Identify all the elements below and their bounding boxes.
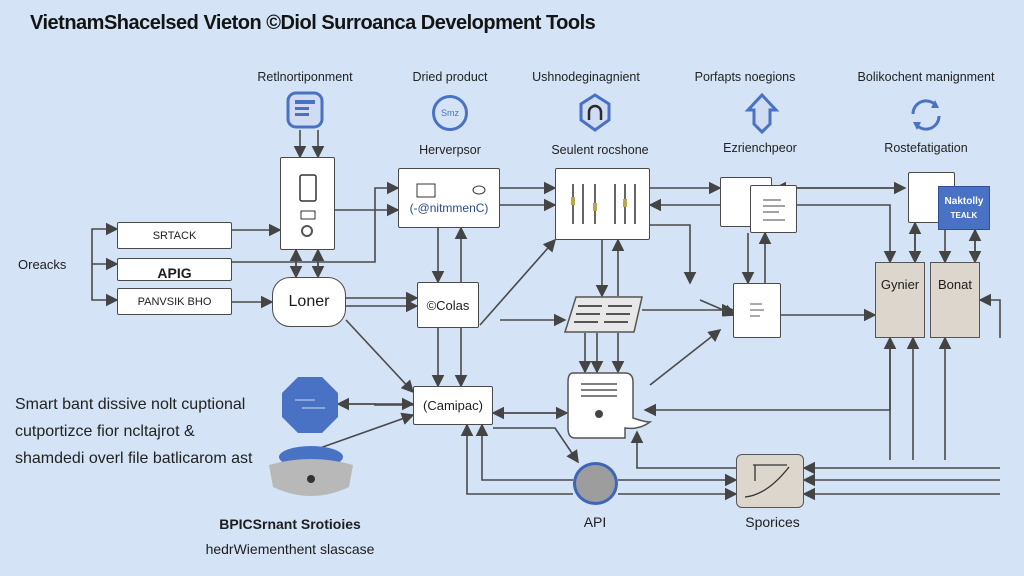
document-front[interactable] xyxy=(750,185,797,233)
ramp-icon xyxy=(744,464,790,498)
left-group-label: Oreacks xyxy=(18,257,67,272)
tools-icon xyxy=(570,184,636,224)
environment-box[interactable]: (-@nitmmenC) xyxy=(398,168,500,228)
description-line-3: shamdedi overl file batlicarom ast xyxy=(15,450,253,467)
page-title: VietnamShacelsed Vieton ©Diol Surroanca … xyxy=(30,12,596,34)
database-bowl-icon xyxy=(269,446,353,496)
bottom-caption-sub: hedrWiementhent slascase xyxy=(205,541,375,557)
cloud-arrows-icon xyxy=(744,92,780,135)
panel-gynier[interactable]: Gynier xyxy=(875,262,925,338)
column-header-2: Dried product xyxy=(412,70,488,84)
left-box-1[interactable]: SRTACK xyxy=(117,222,232,249)
chat-bubble-icon xyxy=(567,372,653,439)
device-box[interactable] xyxy=(280,157,335,250)
blue-box-sub: TEALK xyxy=(950,211,978,220)
left-box-2[interactable]: APIG xyxy=(117,258,232,281)
sporices-node[interactable] xyxy=(736,454,804,508)
column-header-1: Retlnortiponment xyxy=(257,70,353,84)
bottom-caption-title: BPICSrnant Srotioies xyxy=(219,516,361,532)
description-line-1: Smart bant dissive nolt cuptional xyxy=(15,396,246,413)
shield-icon xyxy=(579,93,611,132)
description-line-2: cutportizce fior ncltajrot & xyxy=(15,423,195,440)
sublabel-2: Herverpsor xyxy=(419,143,481,157)
api-node[interactable] xyxy=(573,462,618,505)
column-header-4: Porfapts noegions xyxy=(694,70,796,84)
tools-box[interactable] xyxy=(555,168,650,240)
document-lines-icon xyxy=(762,199,785,221)
sync-icon xyxy=(911,99,941,131)
device-icon xyxy=(298,173,317,237)
sublabel-5: Rostefatigation xyxy=(884,141,968,155)
colas-node[interactable]: ©Colas xyxy=(417,282,479,328)
api-label: API xyxy=(583,514,607,530)
sublabel-4: Ezrienchpeor xyxy=(723,141,797,155)
loner-node[interactable]: Loner xyxy=(272,277,346,327)
document-lines-icon xyxy=(750,303,764,316)
blue-box-title: Naktolly xyxy=(944,196,984,207)
keyboard-icon xyxy=(563,296,643,333)
server-icon xyxy=(286,91,324,129)
badge-icon: Smz xyxy=(432,95,468,131)
window-icon xyxy=(416,183,486,198)
sporices-label: Sporices xyxy=(745,514,800,530)
sublabel-3: Seulent rocshone xyxy=(551,143,649,157)
left-box-3[interactable]: PANVSIK BHO xyxy=(117,288,232,315)
column-header-5: Bolikochent manignment xyxy=(857,70,995,84)
panel-bonat[interactable]: Bonat xyxy=(930,262,980,338)
campac-node[interactable]: (Camipac) xyxy=(413,386,493,425)
column-header-3: Ushnodeginagnient xyxy=(532,70,640,84)
clipboard-document[interactable] xyxy=(733,283,781,338)
environment-label: (-@nitmmenC) xyxy=(409,201,489,215)
octagon-icon xyxy=(282,377,338,433)
